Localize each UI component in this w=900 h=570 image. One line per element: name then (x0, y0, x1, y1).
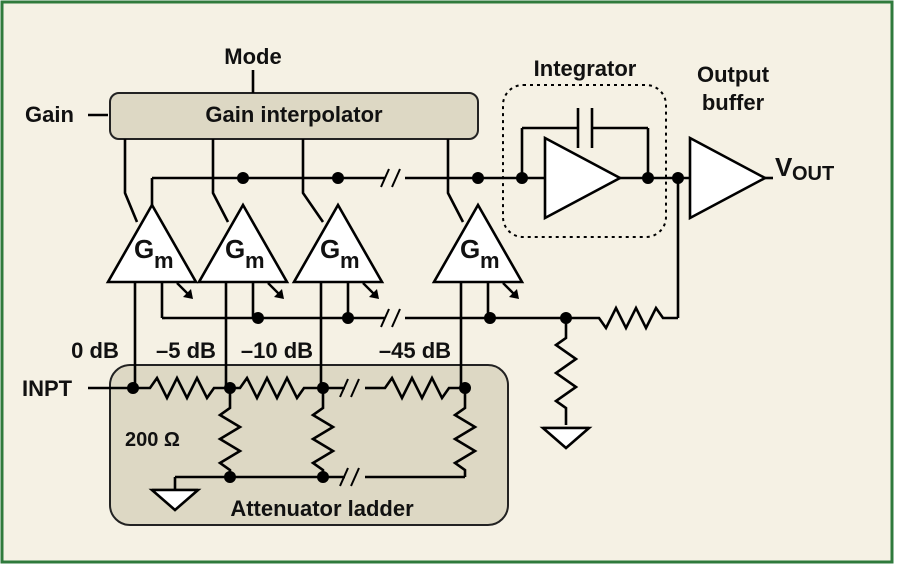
vout-subscript: OUT (792, 163, 834, 185)
resistor-icon (566, 305, 678, 331)
wire-break-icon (380, 308, 401, 328)
mode-label: Mode (224, 44, 281, 69)
ground-icon (539, 426, 593, 450)
gm-subscript: m (245, 248, 265, 273)
tap-label: –5 dB (156, 338, 216, 363)
resistor-value-label: 200 Ω (125, 429, 180, 451)
integrator-box (502, 84, 667, 238)
output-buffer-amp (688, 135, 768, 221)
junction-dots (127, 172, 684, 483)
gm-label: G (225, 234, 245, 264)
integrator-label: Integrator (534, 56, 637, 81)
integrator-amp (543, 135, 623, 221)
gain-interpolator-block (109, 92, 479, 140)
resistor-icon (217, 388, 243, 477)
output-buffer-label: Output (697, 62, 770, 87)
output-buffer-label-2: buffer (702, 90, 765, 115)
gm-subscript: m (154, 248, 174, 273)
resistor-icon (140, 375, 230, 401)
tap-label: –45 dB (379, 338, 451, 363)
gm-subscript: m (480, 248, 500, 273)
vout-label: V (775, 152, 793, 182)
gm-label: G (460, 234, 480, 264)
gm-label: G (134, 234, 154, 264)
resistor-icon (553, 318, 579, 425)
inpt-label: INPT (22, 376, 73, 401)
ground-icon (148, 488, 202, 512)
gain-label: Gain (25, 102, 74, 127)
wire-break-icon (339, 378, 360, 398)
tap-label: 0 dB (71, 338, 119, 363)
capacitor-icon (576, 108, 594, 148)
attenuator-ladder-label: Attenuator ladder (230, 496, 414, 521)
wire-break-icon (380, 168, 401, 188)
resistor-icon (380, 375, 465, 401)
gain-interpolator-label: Gain interpolator (205, 102, 383, 127)
attenuator-ladder-block (109, 364, 509, 526)
wire-break-icon (339, 467, 360, 487)
resistor-icon (230, 375, 323, 401)
resistor-icon (310, 388, 336, 477)
gm-subscript: m (340, 248, 360, 273)
resistor-icon (452, 388, 478, 477)
gm-label: G (320, 234, 340, 264)
tap-label: –10 dB (241, 338, 313, 363)
